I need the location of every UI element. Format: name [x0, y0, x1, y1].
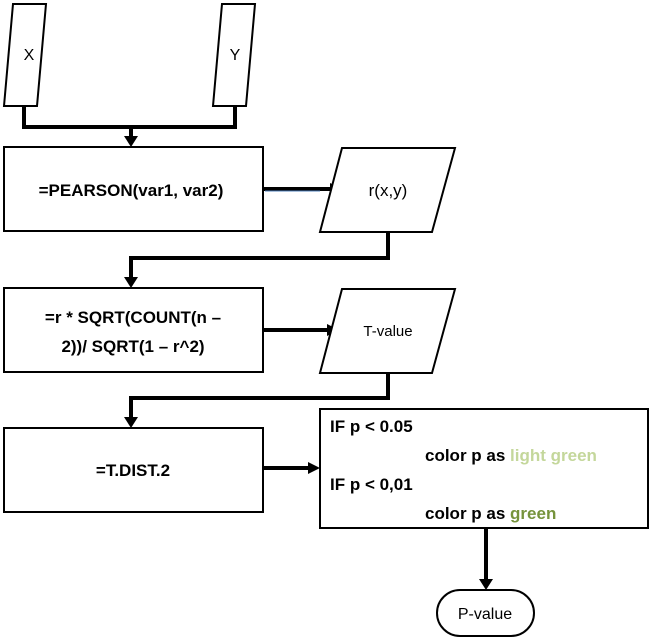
- tdist-formula: =T.DIST.2: [96, 461, 170, 480]
- pearson-formula: =PEARSON(var1, var2): [39, 181, 224, 200]
- input-x-label: X: [24, 47, 35, 64]
- rule1-action-prefix: color p as: [425, 446, 510, 465]
- edge-tvalue-to-tdist: [129, 373, 390, 418]
- rule1-action: color p as light green: [425, 446, 597, 465]
- arrowhead-tvalue-formula: [124, 277, 138, 288]
- edge-x-to-merge: [22, 106, 237, 129]
- tdist-process-node: =T.DIST.2: [3, 427, 264, 513]
- tvalue-output-node: T-value: [318, 288, 457, 374]
- rule2-action: color p as green: [425, 504, 556, 523]
- arrowhead-rules: [308, 462, 320, 474]
- rules-node: IF p < 0.05 color p as light green IF p …: [319, 408, 649, 529]
- edge-r-to-tvalue: [129, 232, 390, 278]
- tvalue-formula-line1: =r * SQRT(COUNT(n –: [45, 308, 221, 327]
- input-x-node: X: [2, 3, 48, 107]
- tvalue-formula-line2: 2))/ SQRT(1 – r^2): [61, 337, 204, 356]
- tvalue-output-label: T-value: [363, 323, 412, 340]
- arrowhead-pearson: [124, 136, 138, 147]
- r-output-node: r(x,y): [318, 147, 457, 233]
- arrowhead-tdist: [124, 417, 138, 428]
- pvalue-terminal-node: P-value: [436, 589, 535, 637]
- input-y-label: Y: [230, 47, 241, 64]
- rule2-condition: IF p < 0,01: [330, 475, 413, 494]
- rule1-color-name: light green: [510, 446, 597, 465]
- rule2-color-name: green: [510, 504, 556, 523]
- arrowhead-result: [479, 579, 493, 590]
- rule1-condition: IF p < 0.05: [330, 417, 413, 436]
- input-y-node: Y: [211, 3, 257, 107]
- r-output-label: r(x,y): [369, 181, 408, 200]
- pearson-process-node: =PEARSON(var1, var2): [3, 146, 264, 232]
- tvalue-process-node: =r * SQRT(COUNT(n – 2))/ SQRT(1 – r^2): [3, 287, 264, 373]
- rule2-action-prefix: color p as: [425, 504, 510, 523]
- pvalue-label: P-value: [458, 606, 512, 623]
